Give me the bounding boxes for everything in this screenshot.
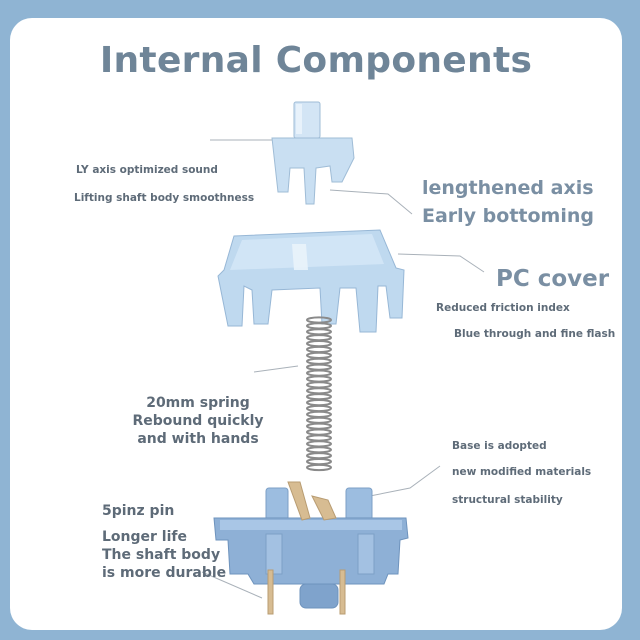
spring-coil bbox=[306, 381, 332, 389]
label-pin-shaft: The shaft body bbox=[102, 547, 221, 563]
label-spring-rebound: Rebound quickly bbox=[132, 413, 264, 429]
spring-coil bbox=[306, 393, 332, 401]
leader-line-pin bbox=[201, 571, 263, 599]
spring-coil bbox=[306, 357, 332, 365]
label-lengthened-axis: lengthened axis bbox=[422, 177, 594, 199]
spring-coil bbox=[306, 399, 332, 407]
spring-coil bbox=[306, 452, 332, 460]
label-reduced-friction: Reduced friction index bbox=[436, 302, 570, 314]
spring-coil bbox=[306, 328, 332, 336]
page-title: Internal Components bbox=[99, 40, 533, 81]
spring-coil bbox=[306, 322, 332, 330]
label-pin-life: Longer life bbox=[102, 529, 187, 545]
label-lifting-shaft: Lifting shaft body smoothness bbox=[74, 192, 255, 204]
spring-coil bbox=[306, 416, 332, 424]
spring-coil bbox=[306, 363, 332, 371]
spring-coil bbox=[306, 422, 332, 430]
leader-line-spring bbox=[253, 365, 299, 373]
spring-coil bbox=[306, 440, 332, 448]
spring-part bbox=[306, 316, 332, 472]
spring-coil bbox=[306, 387, 332, 395]
label-spring-title: 20mm spring bbox=[146, 395, 250, 411]
pc-cover-part bbox=[217, 229, 405, 333]
spring-coil bbox=[306, 404, 332, 413]
spring-coil bbox=[306, 463, 332, 472]
spring-coil bbox=[306, 434, 332, 442]
label-pin-durable: is more durable bbox=[102, 565, 227, 581]
leader-line-cover bbox=[397, 253, 485, 273]
spring-coil bbox=[306, 340, 332, 348]
switch-exploded-illustration bbox=[201, 101, 485, 615]
spring-coil bbox=[306, 446, 332, 454]
label-spring-hands: and with hands bbox=[137, 431, 259, 447]
label-base-adopted: Base is adopted bbox=[452, 440, 547, 452]
spring-coil bbox=[306, 375, 332, 383]
label-base-stability: structural stability bbox=[452, 494, 563, 506]
spring-coil bbox=[306, 351, 332, 359]
label-blue-through: Blue through and fine flash bbox=[454, 328, 616, 340]
infographic-card: Internal Components bbox=[10, 18, 622, 630]
label-pin-title: 5pinz pin bbox=[102, 503, 175, 519]
label-ly-axis: LY axis optimized sound bbox=[76, 164, 218, 176]
stem-part bbox=[271, 101, 355, 205]
spring-coil bbox=[306, 410, 332, 418]
spring-coil bbox=[306, 369, 332, 377]
label-early-bottoming: Early bottoming bbox=[422, 205, 594, 227]
leader-line-stem-side bbox=[329, 189, 413, 215]
spring-coil bbox=[306, 428, 332, 436]
spring-coil bbox=[306, 334, 332, 342]
label-base-materials: new modified materials bbox=[452, 466, 592, 478]
spring-coil bbox=[306, 458, 332, 466]
leader-line-base bbox=[369, 465, 441, 497]
label-pc-cover: PC cover bbox=[496, 266, 610, 292]
spring-coil bbox=[306, 345, 332, 354]
base-part bbox=[213, 481, 409, 615]
